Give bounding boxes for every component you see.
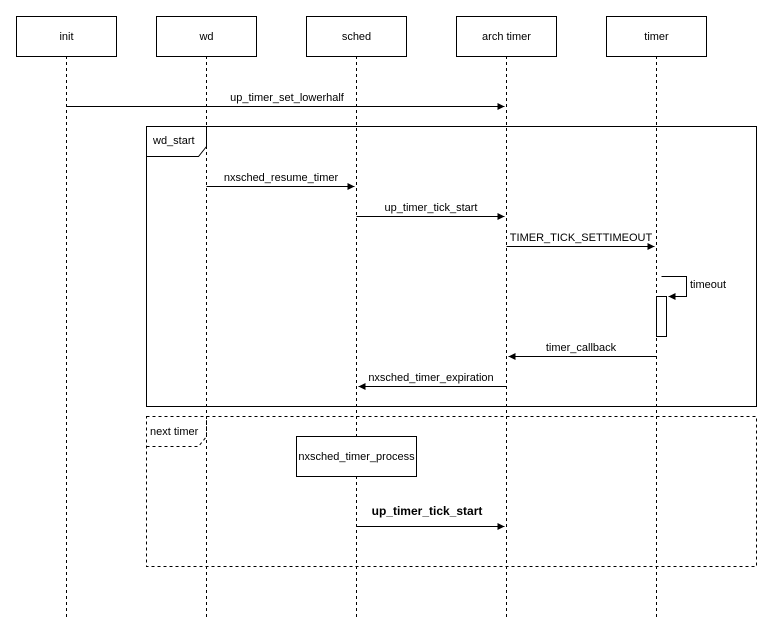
message-nxsched-timer-expiration: nxsched_timer_expiration bbox=[358, 372, 507, 390]
participant-label: timer bbox=[644, 31, 669, 43]
message-label: up_timer_set_lowerhalf bbox=[230, 92, 345, 104]
participant-label: init bbox=[59, 31, 73, 43]
message-up-timer-tick-start-next: up_timer_tick_start bbox=[356, 504, 505, 530]
fragment-wd-start: wd_start bbox=[146, 126, 757, 407]
participant-init: init bbox=[16, 16, 117, 57]
fragment-label: wd_start bbox=[152, 135, 195, 147]
message-timer-callback: timer_callback bbox=[508, 342, 657, 360]
participant-label: wd bbox=[198, 31, 213, 43]
message-up-timer-set-lowerhalf: up_timer_set_lowerhalf bbox=[66, 92, 505, 110]
message-label: nxsched_timer_expiration bbox=[368, 372, 493, 384]
message-label: up_timer_tick_start bbox=[385, 202, 478, 214]
participant-sched: sched bbox=[306, 16, 407, 57]
participant-label: arch timer bbox=[482, 31, 531, 43]
message-timeout: timeout bbox=[661, 276, 726, 300]
message-label: timer_callback bbox=[546, 342, 617, 354]
participant-arch-timer: arch timer bbox=[456, 16, 557, 57]
message-label: TIMER_TICK_SETTIMEOUT bbox=[510, 232, 653, 244]
participant-wd: wd bbox=[156, 16, 257, 57]
message-nxsched-resume-timer: nxsched_resume_timer bbox=[206, 172, 355, 190]
process-box-nxsched-timer-process: nxsched_timer_process bbox=[296, 436, 417, 477]
participant-timer: timer bbox=[606, 16, 707, 57]
participant-label: sched bbox=[342, 31, 371, 43]
activation-bar-timer bbox=[656, 296, 667, 337]
message-label: nxsched_resume_timer bbox=[224, 172, 339, 184]
message-timer-tick-settimeout: TIMER_TICK_SETTIMEOUT bbox=[506, 232, 655, 250]
message-up-timer-tick-start: up_timer_tick_start bbox=[356, 202, 505, 220]
lifelines bbox=[66, 56, 657, 618]
fragment-label: next timer bbox=[150, 426, 199, 438]
process-label: nxsched_timer_process bbox=[298, 451, 415, 463]
fragment-next-timer: next timer bbox=[146, 416, 757, 567]
message-label: timeout bbox=[690, 279, 726, 291]
message-label: up_timer_tick_start bbox=[372, 504, 483, 518]
